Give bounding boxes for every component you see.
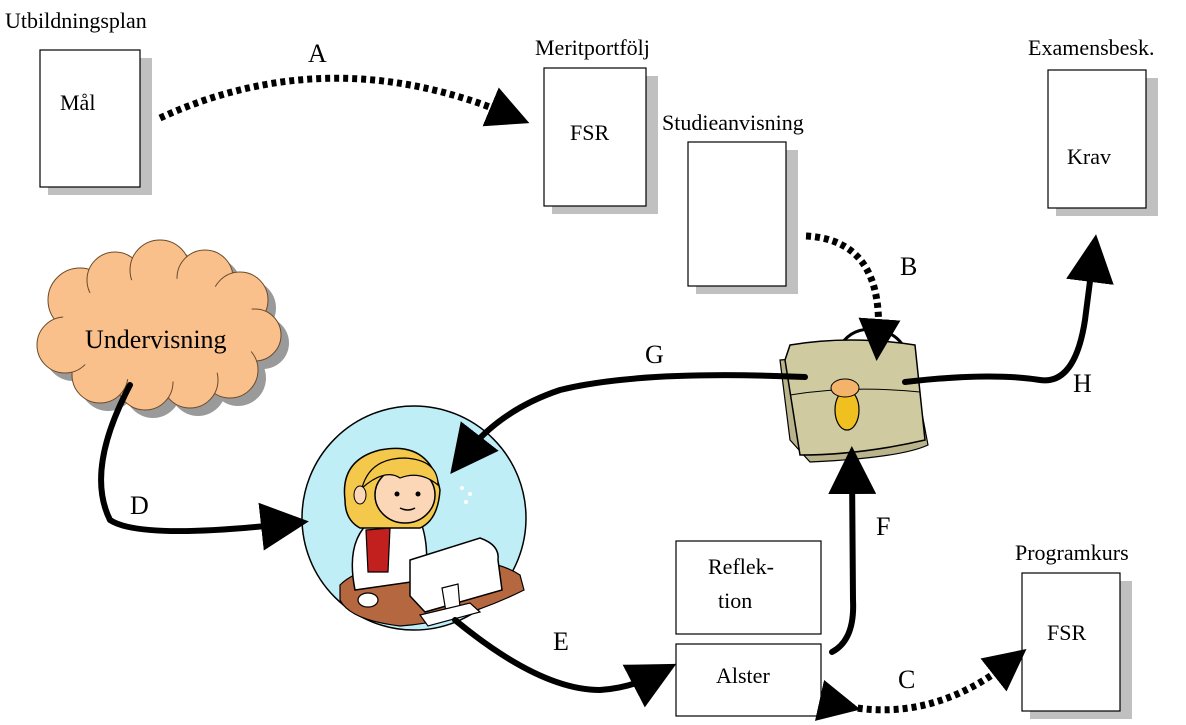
cloud-undervisning: Undervisning xyxy=(36,239,289,418)
doc-programkurs: Programkurs FSR xyxy=(1015,540,1132,719)
arrow-b xyxy=(805,232,901,361)
doc-examensbesk: Examensbesk. Krav xyxy=(1028,35,1158,216)
label-f: F xyxy=(876,512,890,541)
arrow-e xyxy=(452,617,677,708)
reflektion-line1: Reflek- xyxy=(708,554,774,579)
label-g: G xyxy=(645,340,664,369)
student-illustration xyxy=(301,405,527,631)
doc-utbildningsplan-content: Mål xyxy=(60,90,95,115)
doc-utbildningsplan: Utbildningsplan Mål xyxy=(5,8,152,195)
doc-meritportfolj: Meritportfölj FSR xyxy=(535,35,658,214)
label-h: H xyxy=(1073,369,1092,398)
doc-examensbesk-content: Krav xyxy=(1067,144,1111,169)
doc-programkurs-content: FSR xyxy=(1047,620,1086,645)
box-alster: Alster xyxy=(675,643,822,717)
alster-label: Alster xyxy=(716,663,770,688)
label-d: D xyxy=(130,491,149,520)
arrow-h xyxy=(902,234,1114,385)
doc-programkurs-title: Programkurs xyxy=(1015,540,1129,565)
label-a: A xyxy=(308,39,327,68)
doc-examensbesk-title: Examensbesk. xyxy=(1028,35,1154,60)
label-c: C xyxy=(898,665,915,694)
arrow-c xyxy=(814,649,1027,721)
doc-utbildningsplan-title: Utbildningsplan xyxy=(5,8,147,33)
arrow-f xyxy=(828,446,877,655)
doc-meritportfolj-content: FSR xyxy=(570,120,609,145)
arrow-g xyxy=(450,372,808,474)
arrow-d xyxy=(98,382,309,551)
box-reflektion: Reflek- tion xyxy=(675,540,822,635)
label-b: B xyxy=(900,252,917,281)
cloud-label: Undervisning xyxy=(85,325,227,354)
doc-studieanvisning-title: Studieanvisning xyxy=(662,110,804,135)
arrow-a xyxy=(158,74,530,127)
label-e: E xyxy=(553,627,569,656)
doc-meritportfolj-title: Meritportfölj xyxy=(535,35,650,60)
briefcase-portfolio xyxy=(779,327,929,463)
doc-studieanvisning: Studieanvisning xyxy=(662,110,804,294)
reflektion-line2: tion xyxy=(718,588,752,613)
